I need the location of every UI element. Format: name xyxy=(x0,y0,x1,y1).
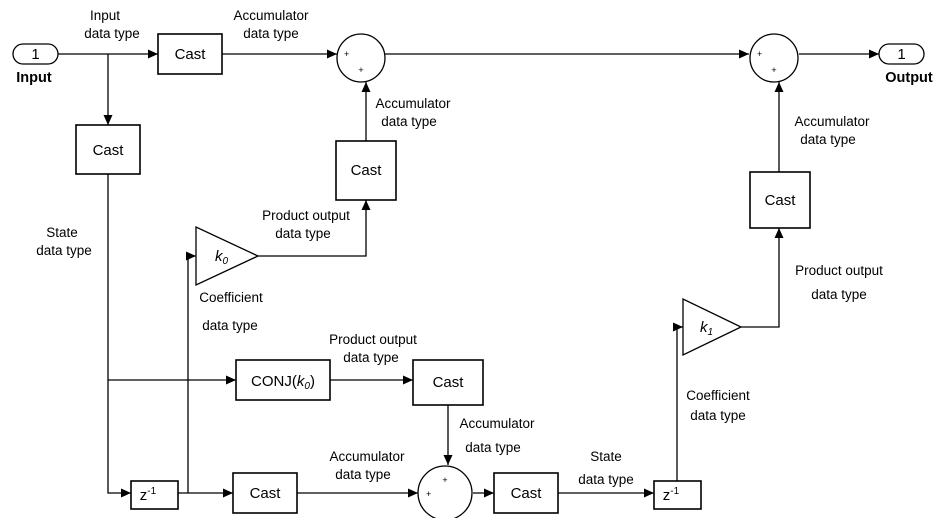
cast-block-product-k0[interactable]: Cast xyxy=(335,140,397,201)
label-prod-k0: Product output xyxy=(262,208,350,223)
label-input-dt: data type xyxy=(84,26,140,41)
label-prod-k0: data type xyxy=(275,226,331,241)
svg-text:+: + xyxy=(358,65,363,75)
svg-text:+: + xyxy=(426,489,431,499)
label-coeff-k0: Coefficient xyxy=(199,290,263,305)
gain-k0-label: k0 xyxy=(215,248,229,267)
label-coeff-k1: data type xyxy=(690,408,746,423)
cast-block-input[interactable]: Cast xyxy=(157,33,223,75)
label-state-left: data type xyxy=(36,243,92,258)
cast-label: Cast xyxy=(511,485,543,502)
svg-text:+: + xyxy=(442,475,447,485)
label-prod-k1: data type xyxy=(811,287,867,302)
label-input-dt: Input xyxy=(90,8,120,23)
sum-block-2[interactable]: + + xyxy=(749,33,799,83)
gain-k1-label: k1 xyxy=(700,319,713,338)
label-acc-bottom: data type xyxy=(335,467,391,482)
wire-k0-to-cast xyxy=(258,200,367,257)
conj-label: CONJ(k0) xyxy=(251,373,315,392)
label-acc-conj: Accumulator xyxy=(459,416,535,431)
wire-delay2-to-k1 xyxy=(676,326,683,481)
label-coeff-k0: data type xyxy=(202,318,258,333)
sum-block-3[interactable]: + + xyxy=(417,465,473,518)
svg-text:+: + xyxy=(771,65,776,75)
data-type-labels: Input data type Accumulator data type Ac… xyxy=(36,8,883,487)
label-acc-conj: data type xyxy=(465,440,521,455)
label-acc-mid: Accumulator xyxy=(375,96,451,111)
delay-label: z-1 xyxy=(140,486,157,504)
output-port[interactable]: 1 xyxy=(878,43,925,65)
cast-label: Cast xyxy=(765,192,797,209)
cast-block-state-out[interactable]: Cast xyxy=(493,472,559,514)
cast-block-conj-product[interactable]: Cast xyxy=(412,359,484,406)
cast-label: Cast xyxy=(433,374,465,391)
output-port-number: 1 xyxy=(897,46,905,63)
label-prod-conj: Product output xyxy=(329,332,417,347)
svg-text:+: + xyxy=(344,49,349,59)
svg-text:+: + xyxy=(757,49,762,59)
input-port[interactable]: 1 xyxy=(12,43,59,65)
label-prod-k1: Product output xyxy=(795,263,883,278)
input-port-number: 1 xyxy=(31,46,39,63)
unit-delay-2[interactable]: z-1 xyxy=(653,480,702,510)
delay-label: z-1 xyxy=(663,486,680,504)
wire-state-to-delay xyxy=(107,174,131,494)
cast-block-product-k1[interactable]: Cast xyxy=(749,171,811,229)
label-acc-bottom: Accumulator xyxy=(329,449,405,464)
wire-delay-to-k0 xyxy=(187,255,196,493)
label-prod-conj: data type xyxy=(343,350,399,365)
label-acc-mid: data type xyxy=(381,114,437,129)
gain-k1[interactable]: k1 xyxy=(682,297,743,357)
cast-label: Cast xyxy=(351,162,383,179)
label-acc-top: data type xyxy=(243,26,299,41)
output-port-label: Output xyxy=(885,70,933,86)
label-acc-top: Accumulator xyxy=(233,8,309,23)
sum-block-1[interactable]: + + xyxy=(336,33,386,83)
conj-k0-block[interactable]: CONJ(k0) xyxy=(235,359,331,401)
label-state-bottom: State xyxy=(590,449,622,464)
arrowheads xyxy=(103,49,879,498)
label-acc-right: Accumulator xyxy=(794,114,870,129)
label-state-left: State xyxy=(46,225,78,240)
label-coeff-k1: Coefficient xyxy=(686,388,750,403)
cast-label: Cast xyxy=(93,142,125,159)
input-port-label: Input xyxy=(16,70,52,86)
wire-k1-to-cast xyxy=(741,228,780,328)
label-acc-right: data type xyxy=(800,132,856,147)
label-state-bottom: data type xyxy=(578,472,634,487)
cast-label: Cast xyxy=(175,46,207,63)
cast-label: Cast xyxy=(250,485,282,502)
cast-block-delay-out[interactable]: Cast xyxy=(232,472,298,514)
unit-delay-1[interactable]: z-1 xyxy=(130,480,179,510)
gain-k0[interactable]: k0 xyxy=(195,225,260,287)
cast-block-state[interactable]: Cast xyxy=(75,124,141,175)
